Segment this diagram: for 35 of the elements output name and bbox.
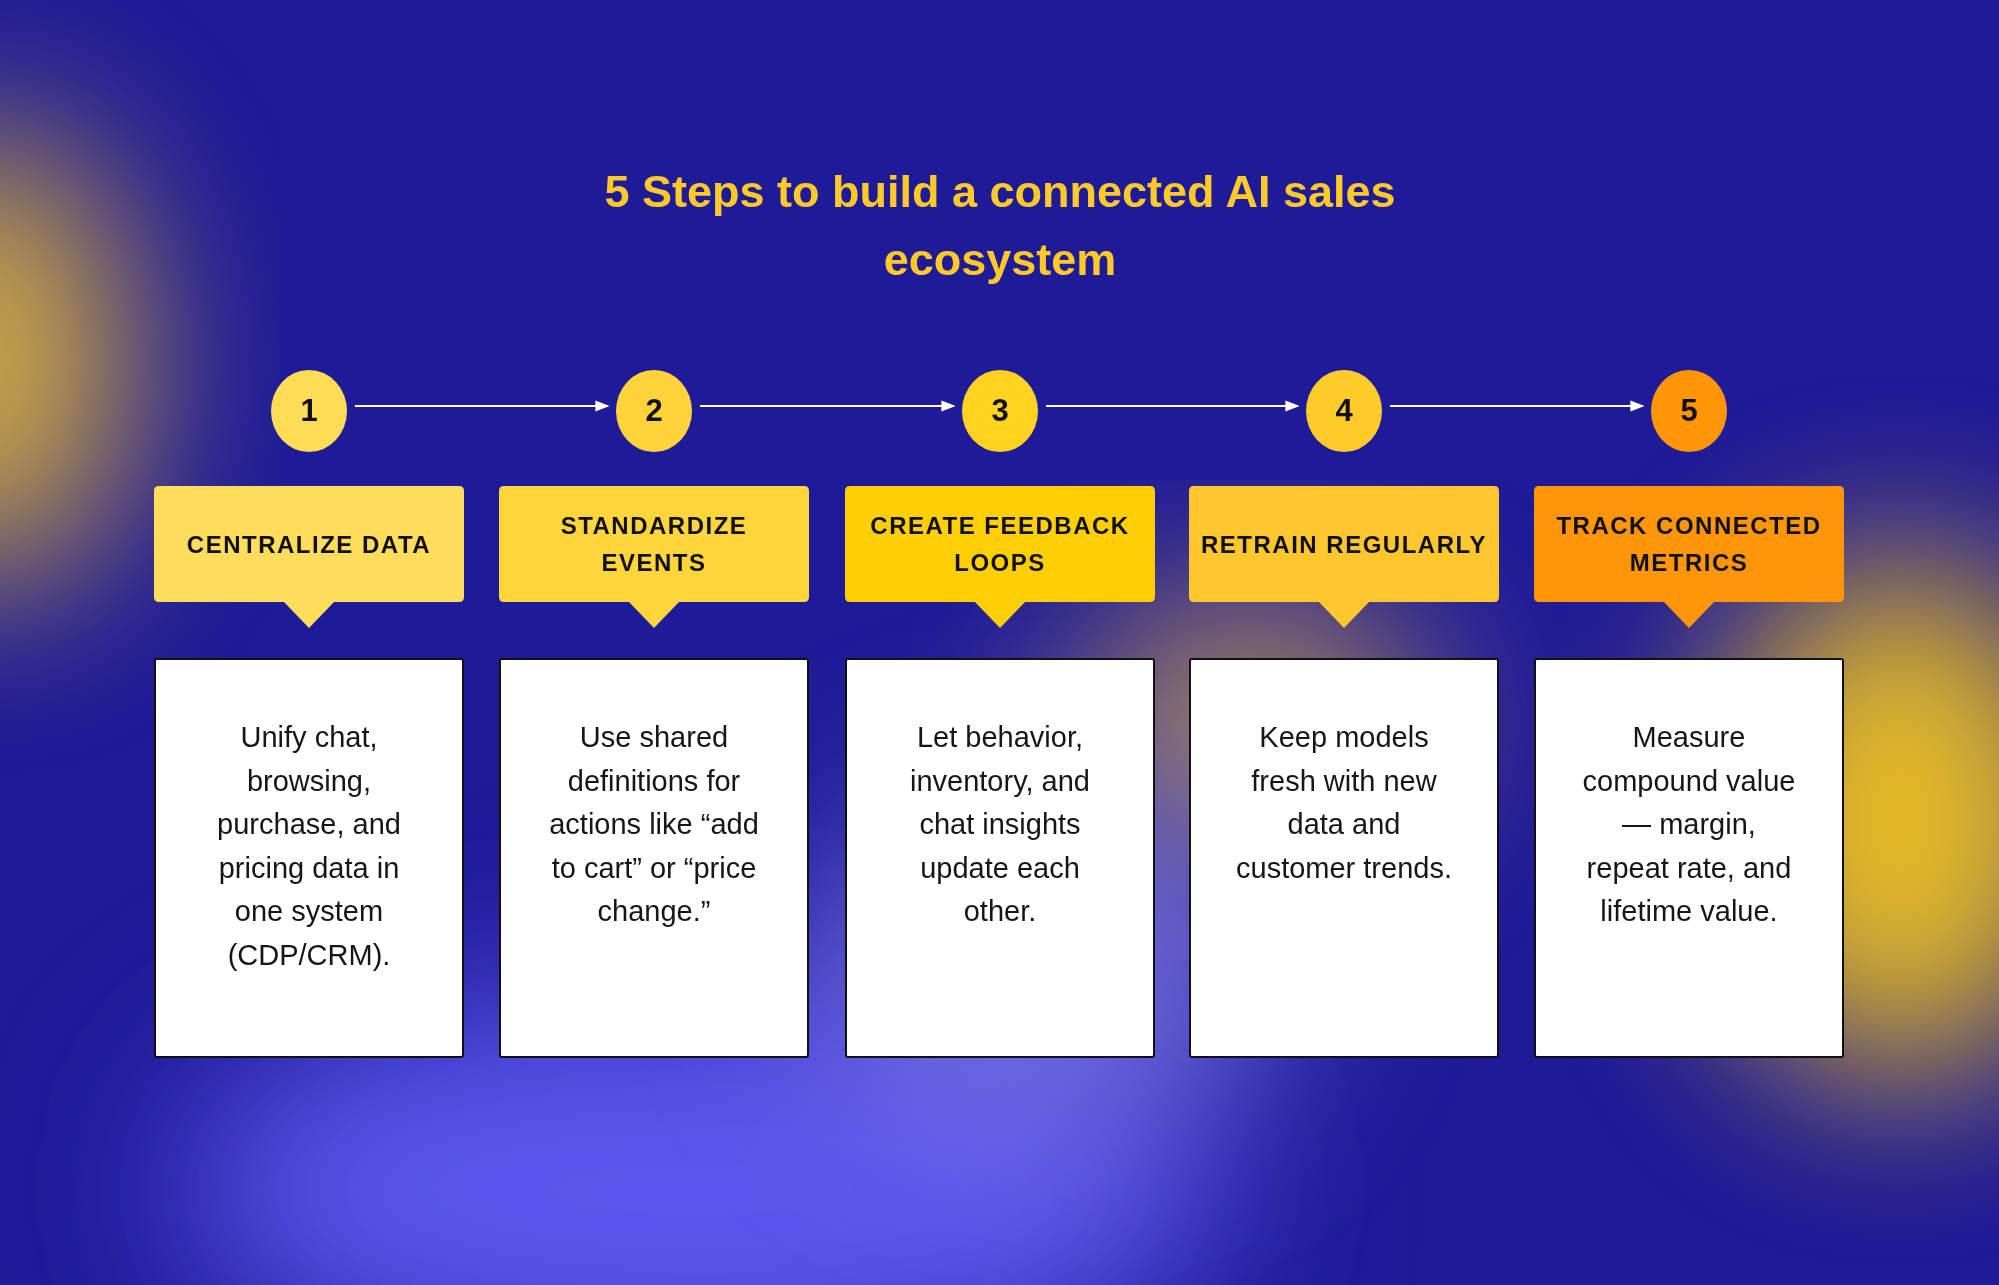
description-card	[1189, 658, 1499, 1058]
step-title: TRACK CONNECTED METRICS	[1555, 511, 1823, 578]
step-description: Keep models fresh with new data and customer trends.	[1236, 721, 1452, 884]
arrow	[699, 400, 956, 412]
arrow	[354, 400, 610, 412]
step-callout	[1189, 486, 1499, 628]
step-title: RETRAIN REGULARLY	[1200, 529, 1488, 560]
step-callout	[499, 486, 809, 628]
step-description: Unify chat, browsing, purchase, and pricing data in one system (CDP/CRM).	[217, 721, 401, 971]
step-number-circle	[616, 370, 692, 452]
description-card	[845, 658, 1155, 1058]
description-card	[499, 658, 809, 1058]
step-title: CENTRALIZE DATA	[185, 529, 433, 560]
step-description: Let behavior, inventory, and chat insights update each other.	[910, 721, 1090, 927]
step-callout	[154, 486, 464, 628]
step-callout	[845, 486, 1155, 628]
step-number: 2	[645, 393, 663, 429]
description-card	[1534, 658, 1844, 1058]
step-title: CREATE FEEDBACK LOOPS	[869, 511, 1131, 578]
step-number-circle	[1306, 370, 1382, 452]
description-card	[154, 658, 464, 1058]
step-number: 3	[991, 393, 1009, 429]
step-number-circle	[271, 370, 347, 452]
arrow	[1389, 400, 1645, 412]
step-title: STANDARDIZE EVENTS	[559, 511, 749, 578]
step-callout	[1534, 486, 1844, 628]
step-number: 5	[1680, 393, 1698, 429]
title: 5 Steps to build a connected AI sales ecosystem	[603, 165, 1397, 287]
step-number-circle	[962, 370, 1038, 452]
step-number-circle	[1651, 370, 1727, 452]
step-description: Use shared definitions for actions like “add to cart” or “price change.”	[549, 721, 759, 927]
step-description: Measure compound value — margin, repeat rate, and lifetime value.	[1582, 721, 1796, 927]
step-number: 4	[1335, 393, 1353, 429]
arrow	[1045, 400, 1300, 412]
step-number: 1	[300, 393, 318, 429]
